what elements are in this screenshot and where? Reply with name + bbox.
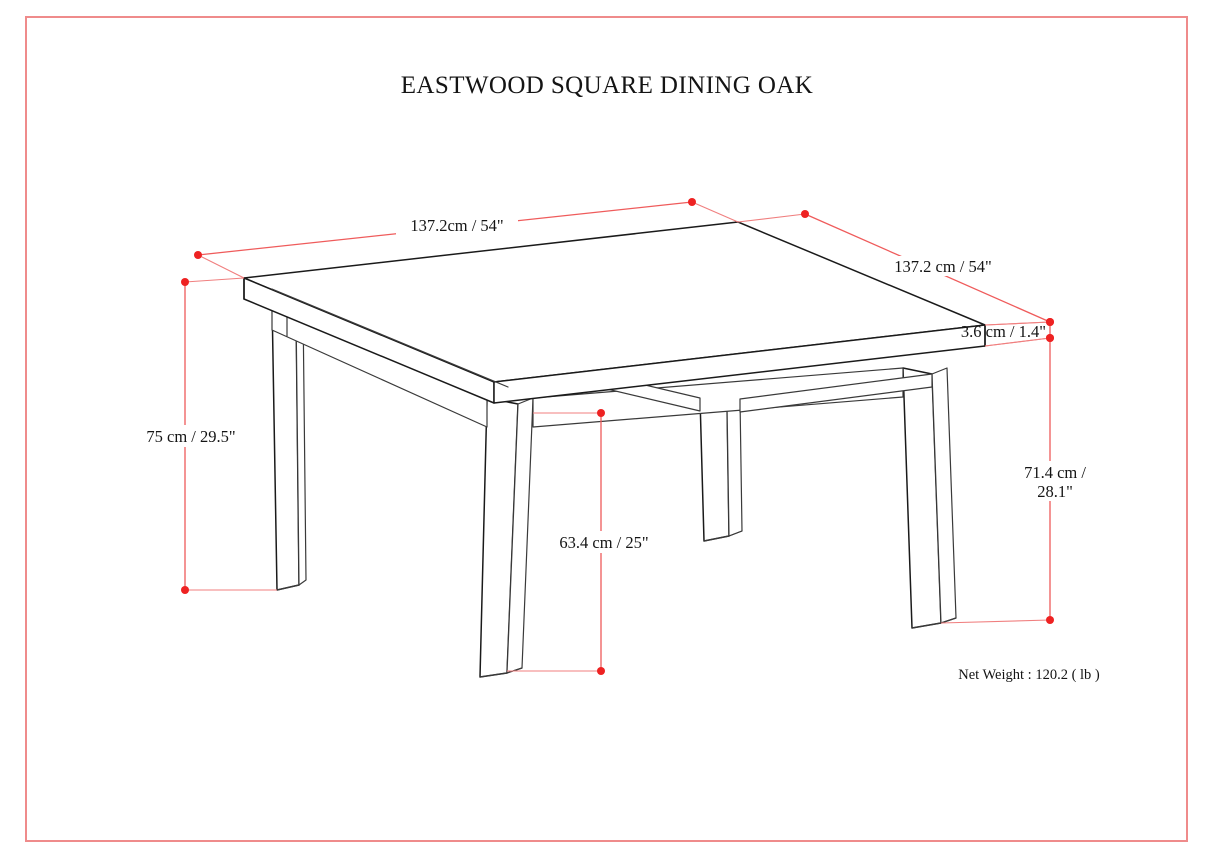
dimension-label-top-width-left: 137.2cm / 54" [410,216,503,235]
dimension-endpoint-dot [688,198,696,206]
dimension-endpoint-dot [597,409,605,417]
apron-rear-right [739,373,933,413]
leg-back-left [271,299,307,591]
dimension-endpoint-dot [801,210,809,218]
dimension-endpoint-dot [1046,616,1054,624]
dimension-label-clearance-height: 63.4 cm / 25" [559,533,648,552]
dimension-endpoint-dot [1046,334,1054,342]
dimension-endpoint-dot [194,251,202,259]
table-top [243,221,986,404]
dimension-overall-height: 75 cm / 29.5" [146,277,277,594]
dimension-endpoint-dot [181,586,189,594]
dimension-top-width-right: 137.2 cm / 54" [737,210,1054,326]
dimension-clearance-height: 63.4 cm / 25" [507,409,652,675]
dimension-endpoint-dot [597,667,605,675]
page-title: EASTWOOD SQUARE DINING OAK [401,72,813,99]
apron-right [532,367,904,428]
dimension-label-top-thickness: 3.6 cm / 1.4" [961,322,1046,341]
dimension-label-top-width-right: 137.2 cm / 54" [894,257,991,276]
net-weight-label: Net Weight : 120.2 ( lb ) [958,667,1100,683]
leg-front-right [902,367,957,629]
dimension-label-overall-height: 75 cm / 29.5" [146,427,235,446]
dimension-label-leg-height-line2: 28.1" [1037,482,1073,501]
dimension-annotations: 137.2cm / 54" 137.2 cm / 54" 3.6 cm / 1.… [146,198,1102,675]
dimension-label-leg-height-line1: 71.4 cm / [1024,463,1086,482]
dimension-top-width-left: 137.2cm / 54" [194,198,739,279]
dimension-endpoint-dot [181,278,189,286]
dimension-leg-height: 71.4 cm / 28.1" [940,334,1102,624]
dimension-endpoint-dot [1046,318,1054,326]
leg-back-right [699,397,743,542]
table-illustration [243,221,986,678]
leg-front-left [479,397,534,678]
